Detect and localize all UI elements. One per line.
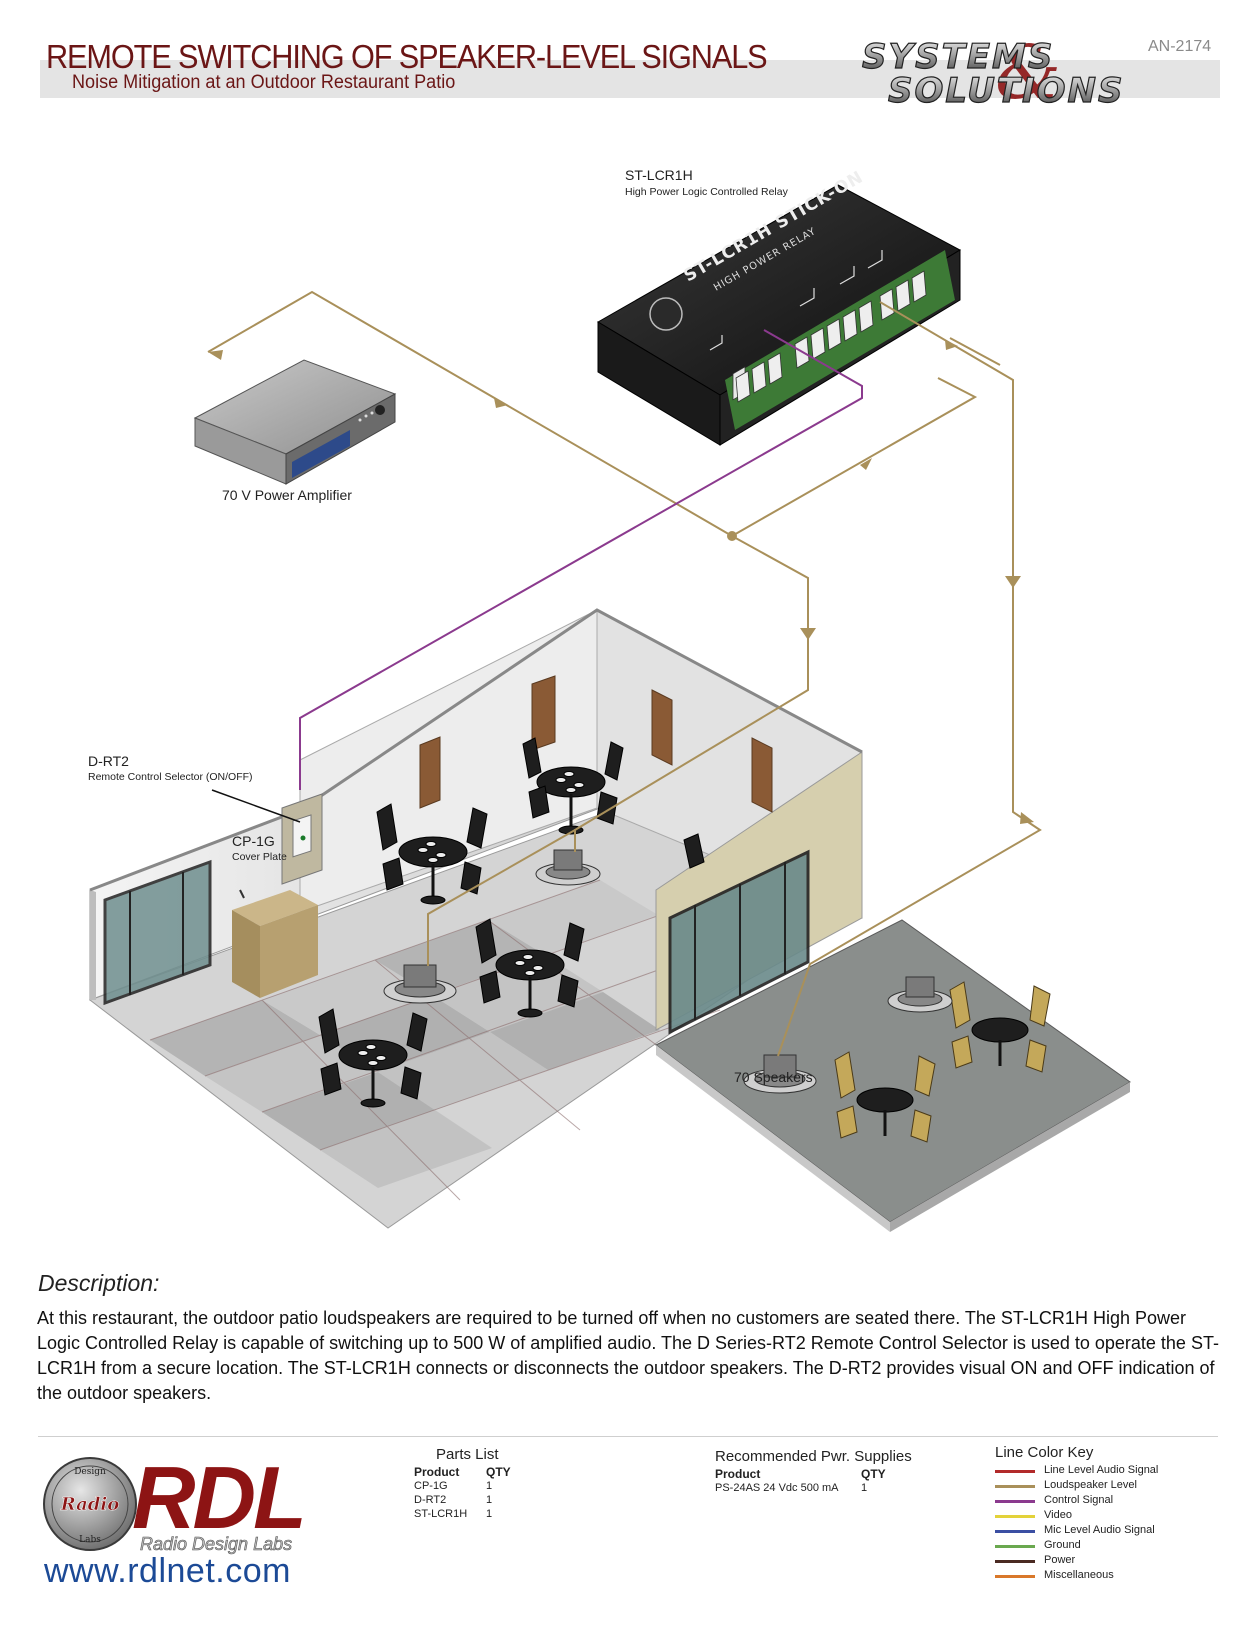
line-color-label: Control Signal (1044, 1494, 1114, 1506)
table-row: D-RT2 1 (414, 1494, 594, 1508)
interior-speakers (383, 849, 601, 1004)
rdl-seal (43, 1457, 137, 1551)
rdl-website-link[interactable]: www.rdlnet.com (44, 1552, 291, 1590)
part-qty: 1 (486, 1480, 493, 1492)
parts-col-qty: QTY (486, 1465, 511, 1479)
part-qty: 1 (486, 1508, 493, 1520)
rdl-logo: Design Radio Labs RDL Radio Design Labs (43, 1448, 307, 1554)
app-note-number: AN-2174 (1148, 38, 1212, 55)
line-color-label: Miscellaneous (1044, 1569, 1114, 1581)
parts-col-product: Product (414, 1465, 460, 1479)
brand-solutions: SOLUTIONS (888, 71, 1125, 111)
parts-list: Parts List Product QTY CP-1G 1 D-RT2 1 S… (414, 1446, 594, 1522)
line-color-swatch (995, 1485, 1035, 1488)
psu-col-qty: QTY (861, 1467, 886, 1481)
part-product: D-RT2 (414, 1494, 447, 1506)
line-color-key-title: Line Color Key (995, 1444, 1094, 1461)
host-podium (232, 889, 318, 998)
footer-divider (38, 1436, 1218, 1437)
speakers-label: 70 Speakers (734, 1069, 813, 1085)
cp-1g-name-label: CP-1G (232, 833, 275, 849)
interior-glass-doors (103, 859, 212, 1006)
psu-qty: 1 (861, 1482, 868, 1494)
line-color-swatch (995, 1515, 1035, 1518)
relay-name-label: ST-LCR1H (625, 167, 693, 183)
description-heading: Description: (38, 1270, 160, 1296)
line-color-swatch (995, 1545, 1035, 1548)
line-color-swatch (995, 1470, 1035, 1473)
line-color-swatch (995, 1560, 1035, 1563)
line-color-label: Loudspeaker Level (1044, 1479, 1137, 1491)
rdl-subtext: Radio Design Labs (140, 1534, 292, 1554)
rdl-wordmark: RDL (132, 1448, 304, 1547)
seal-bottom-text: Labs (79, 1535, 101, 1545)
psu-product: PS-24AS 24 Vdc 500 mA (715, 1482, 839, 1494)
relay-logo-badge (649, 297, 683, 331)
power-supplies-list: Recommended Pwr. Supplies Product QTY PS… (715, 1448, 955, 1496)
brand-systems: SYSTEMS (862, 37, 1054, 77)
table-row: PS-24AS 24 Vdc 500 mA 1 (715, 1482, 955, 1496)
header-band (40, 60, 1220, 98)
relay-desc-label: High Power Logic Controlled Relay (625, 186, 789, 198)
part-product: ST-LCR1H (414, 1508, 468, 1520)
description-body: At this restaurant, the outdoor patio lo… (37, 1308, 1219, 1403)
systems-solutions-logo: & SYSTEMS SOLUTIONS (861, 36, 1125, 114)
part-qty: 1 (486, 1494, 493, 1506)
system-diagram: ST-LCR1H STICK-ON HIGH POWER RELAY (88, 167, 1131, 1232)
page-subtitle: Noise Mitigation at an Outdoor Restauran… (72, 72, 456, 93)
table-set (522, 737, 624, 835)
psu-col-product: Product (715, 1467, 761, 1481)
table-set (318, 1008, 428, 1108)
parts-list-title: Parts List (436, 1446, 499, 1463)
interior-tables (318, 737, 705, 1108)
part-product: CP-1G (414, 1480, 448, 1492)
line-color-swatch (995, 1530, 1035, 1533)
table-set (376, 803, 488, 905)
d-rt2-desc-label: Remote Control Selector (ON/OFF) (88, 771, 253, 783)
st-lcr1h-relay: ST-LCR1H STICK-ON HIGH POWER RELAY (597, 167, 962, 446)
d-rt2-pointer (211, 789, 301, 823)
outdoor-patio (655, 849, 1131, 1232)
d-rt2-wall-plate (281, 793, 323, 885)
line-color-label: Video (1044, 1509, 1072, 1521)
brand-ampersand: & (995, 36, 1061, 114)
restaurant-interior (88, 608, 863, 1229)
page-title: REMOTE SWITCHING OF SPEAKER-LEVEL SIGNAL… (46, 38, 768, 75)
amplifier-label: 70 V Power Amplifier (222, 487, 352, 503)
line-color-swatch (995, 1575, 1035, 1578)
seal-mid-text: Radio (60, 1494, 119, 1515)
line-color-swatch (995, 1500, 1035, 1503)
control-wiring (299, 329, 863, 790)
line-color-label: Ground (1044, 1539, 1081, 1551)
power-amplifier (193, 359, 397, 485)
seal-top-text: Design (74, 1467, 106, 1477)
d-rt2-name-label: D-RT2 (88, 753, 129, 769)
loudspeaker-wiring (207, 290, 1042, 1057)
line-color-label: Power (1044, 1554, 1076, 1566)
line-color-label: Mic Level Audio Signal (1044, 1524, 1155, 1536)
table-row: CP-1G 1 (414, 1480, 594, 1494)
line-color-label: Line Level Audio Signal (1044, 1464, 1159, 1476)
table-set (475, 918, 585, 1018)
cp-1g-desc-label: Cover Plate (232, 851, 287, 863)
power-supplies-title: Recommended Pwr. Supplies (715, 1448, 912, 1465)
table-row: ST-LCR1H 1 (414, 1508, 594, 1522)
